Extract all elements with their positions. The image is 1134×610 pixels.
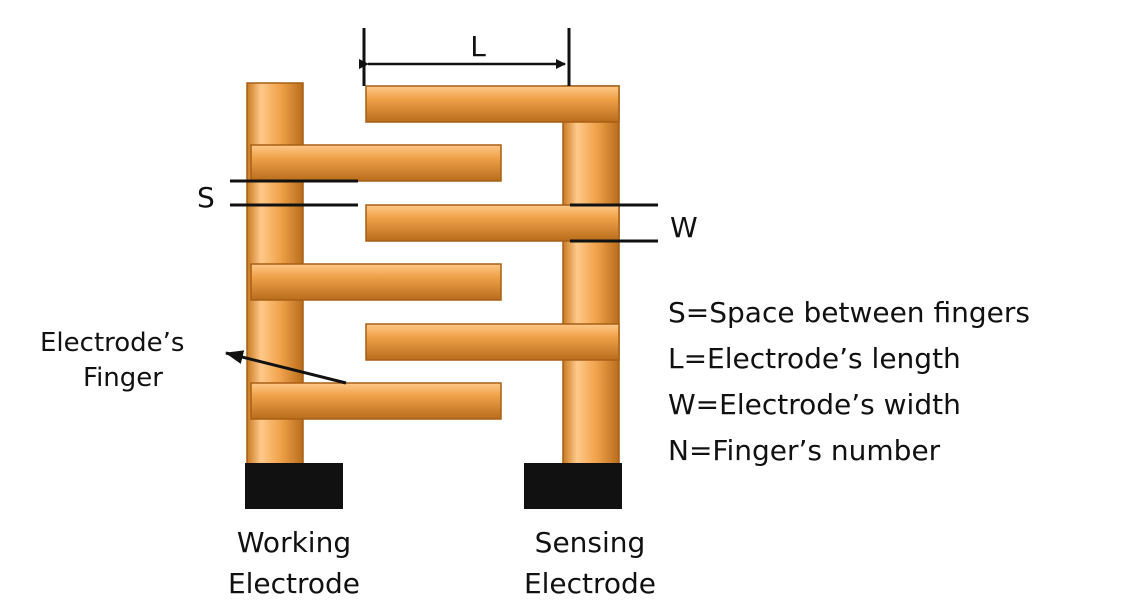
sensing-electrode-bus	[562, 85, 620, 468]
sensing-electrode-label-line1: Sensing	[535, 526, 646, 559]
working-finger-1	[250, 144, 502, 182]
legend-item-space: S=Space between fingers	[668, 296, 1030, 329]
legend-item-width: W=Electrode’s width	[668, 388, 961, 421]
width-dimension: W	[570, 203, 698, 244]
finger-callout: Electrode’s Finger	[40, 328, 347, 393]
finger-callout-arrow	[225, 350, 347, 385]
working-electrode-pad	[245, 463, 343, 509]
working-finger-3	[250, 382, 502, 420]
working-electrode-label-line2: Electrode	[228, 567, 360, 600]
legend-item-length: L=Electrode’s length	[668, 342, 961, 375]
legend-item-finger-number: N=Finger’s number	[668, 434, 941, 467]
length-label: L	[470, 30, 486, 63]
sensing-electrode-label-line2: Electrode	[524, 567, 656, 600]
finger-label-line1: Electrode’s	[40, 328, 184, 358]
width-label: W	[670, 211, 698, 244]
working-electrode-label-line1: Working	[237, 526, 351, 559]
sensing-finger-2	[365, 204, 620, 242]
space-dimension: S	[197, 179, 358, 214]
sensing-finger-1	[365, 85, 620, 123]
sensing-finger-3	[365, 323, 620, 361]
finger-label-line2: Finger	[83, 363, 163, 393]
sensing-electrode-pad	[524, 463, 622, 509]
space-label: S	[197, 181, 215, 214]
working-electrode	[246, 82, 502, 468]
legend: S=Space between fingers L=Electrode’s le…	[668, 290, 1030, 474]
sensing-electrode	[365, 85, 620, 468]
working-finger-2	[250, 263, 502, 301]
length-dimension: L	[359, 28, 571, 86]
